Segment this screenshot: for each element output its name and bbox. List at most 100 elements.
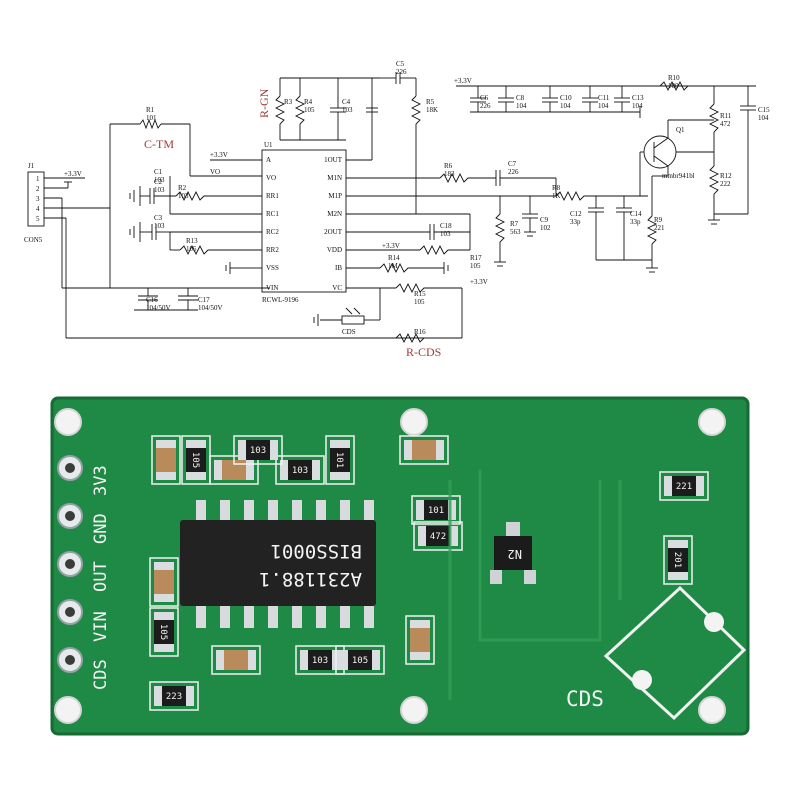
ic-leg bbox=[220, 604, 230, 628]
part-ref-c4: C4 bbox=[342, 98, 351, 106]
cds-silk-area: CDS bbox=[566, 585, 747, 721]
smd-part: 221 bbox=[659, 471, 709, 501]
ic-pin-rr1: RR1 bbox=[266, 192, 279, 200]
part-value-r14: 1M bbox=[388, 262, 399, 270]
ic-leg bbox=[292, 604, 302, 628]
pin-label-cds: CDS bbox=[91, 659, 111, 690]
ic-pin-vss: VSS bbox=[266, 264, 279, 272]
part-value-r12: 222 bbox=[720, 180, 731, 188]
ic-ref: U1 bbox=[264, 141, 273, 149]
part-ref-r12: R12 bbox=[720, 172, 732, 180]
smd-code: 105 bbox=[190, 452, 200, 468]
part-value-c5: 226 bbox=[396, 68, 407, 76]
smd-part: 105 bbox=[335, 645, 385, 675]
ic-leg bbox=[220, 500, 230, 522]
part-value-r1: 101 bbox=[146, 114, 157, 122]
ic-leg bbox=[340, 500, 350, 522]
ic-leg bbox=[292, 500, 302, 522]
header-pin-hole bbox=[65, 559, 75, 569]
part-ref-c12: C12 bbox=[570, 210, 582, 218]
smd-part bbox=[151, 435, 181, 485]
ic-pin-vdd: VDD bbox=[327, 246, 342, 254]
ic-leg bbox=[316, 604, 326, 628]
j1-pin-1: 1 bbox=[36, 175, 40, 183]
rgn-label: R-GN bbox=[257, 88, 271, 118]
smd-code: 201 bbox=[672, 552, 682, 568]
part-value-c2: 103 bbox=[154, 186, 165, 194]
part-ref-c14: C14 bbox=[630, 210, 642, 218]
part-value-c14: 33p bbox=[630, 218, 641, 226]
part-ref-c11: C11 bbox=[598, 94, 610, 102]
part-ref-r14: R14 bbox=[388, 254, 400, 262]
smd-part bbox=[149, 557, 179, 607]
pin-label-vin: VIN bbox=[91, 611, 111, 642]
smd-part: 103 bbox=[295, 645, 345, 675]
part-ref-c6: C6 bbox=[480, 94, 489, 102]
part-ref-r1: R1 bbox=[146, 106, 155, 114]
part-value-c12: 33p bbox=[570, 218, 581, 226]
part-value-r11: 472 bbox=[720, 120, 731, 128]
smd-code: 105 bbox=[158, 624, 168, 640]
ic-marking-bottom: BISS0001 bbox=[270, 540, 362, 562]
j1-pin-5: 5 bbox=[36, 215, 40, 223]
ic-leg bbox=[364, 604, 374, 628]
part-ref-c9: C9 bbox=[540, 216, 549, 224]
part-ref-c2: C2 bbox=[154, 178, 163, 186]
q1-part: mmbr941bl bbox=[662, 172, 695, 180]
smd-code: 101 bbox=[334, 452, 344, 468]
smd-part: 103 bbox=[275, 455, 325, 485]
part-value-c17: 104/50V bbox=[198, 304, 223, 312]
part-value-r5: 18K bbox=[426, 106, 438, 114]
ic-leg bbox=[316, 500, 326, 522]
part-value-r6: 183 bbox=[444, 170, 455, 178]
part-ref-r5: R5 bbox=[426, 98, 435, 106]
mounting-hole bbox=[698, 696, 726, 724]
part-ref-r6: R6 bbox=[444, 162, 453, 170]
ic-leg bbox=[196, 500, 206, 522]
smd-part: 103 bbox=[233, 435, 283, 465]
smd-part: 105 bbox=[149, 607, 179, 657]
ic-pin-rr2: RR2 bbox=[266, 246, 279, 254]
smd-part bbox=[209, 455, 259, 485]
part-ref-c10: C10 bbox=[560, 94, 572, 102]
part-value-c8: 104 bbox=[516, 102, 527, 110]
smd-code: 101 bbox=[428, 506, 444, 516]
ic-pin-vo: VO bbox=[266, 174, 276, 182]
ic-supply: +3.3V bbox=[210, 151, 228, 159]
smd-code: 103 bbox=[312, 656, 328, 666]
smd-part bbox=[405, 615, 435, 665]
part-ref-cds: CDS bbox=[342, 328, 356, 336]
ic-pin-m2n: M2N bbox=[327, 210, 342, 218]
part-value-c15: 104 bbox=[758, 114, 769, 122]
part-ref-c18: C18 bbox=[440, 222, 452, 230]
header-pins bbox=[57, 455, 83, 673]
smd-code: 103 bbox=[292, 466, 308, 476]
part-ref-c3: C3 bbox=[154, 214, 163, 222]
smd-part bbox=[211, 645, 261, 675]
smd-part: 201 bbox=[663, 535, 693, 585]
top-supply-label: +3.3V bbox=[454, 77, 472, 85]
ic-pin-m1n: M1N bbox=[327, 174, 342, 182]
ic-marking-top: A231188.1 bbox=[259, 568, 362, 590]
smd-part: 223 bbox=[149, 681, 199, 711]
part-ref-c13: C13 bbox=[632, 94, 644, 102]
part-value-c1: 103 bbox=[154, 176, 165, 184]
header-pin-hole bbox=[65, 655, 75, 665]
ic-leg bbox=[244, 500, 254, 522]
pin-label-out: OUT bbox=[91, 561, 111, 592]
j1-pin-3: 3 bbox=[36, 195, 40, 203]
part-value-r7: 563 bbox=[510, 228, 521, 236]
antenna-traces bbox=[448, 470, 622, 700]
smd-part: 105 bbox=[181, 435, 211, 485]
ic-leg bbox=[364, 500, 374, 522]
ic-pin-vc: VC bbox=[332, 284, 342, 292]
pcb-board: CDS VIN OUT GND 3V3 10310110510310147222… bbox=[50, 396, 750, 736]
part-ref-r17: R17 bbox=[470, 254, 482, 262]
part-ref-c7: C7 bbox=[508, 160, 517, 168]
ic-pin-2out: 2OUT bbox=[324, 228, 343, 236]
part-value-c13: 104 bbox=[632, 102, 643, 110]
vdd-supply-label: +3.3V bbox=[382, 242, 400, 250]
mounting-hole bbox=[400, 408, 428, 436]
part-value-c7: 226 bbox=[508, 168, 519, 176]
